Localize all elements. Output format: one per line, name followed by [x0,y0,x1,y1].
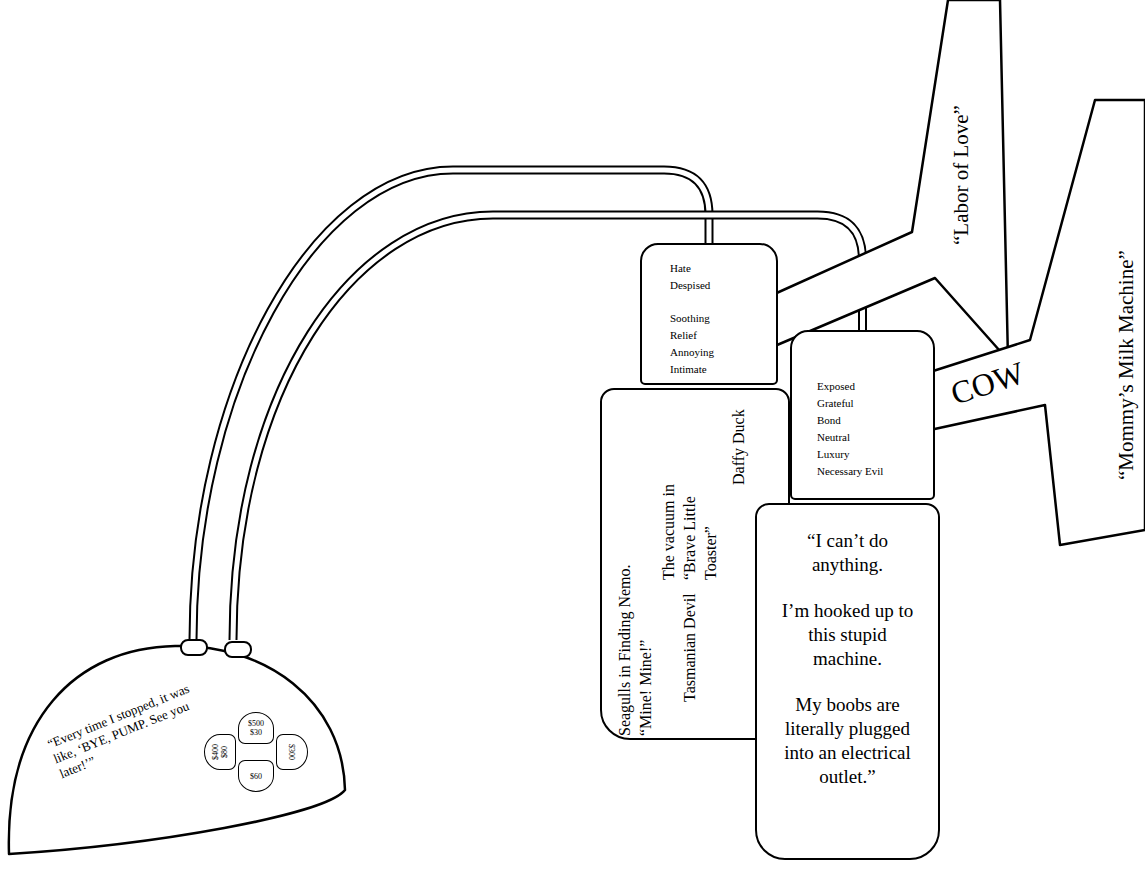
node-text: Grateful [817,395,927,412]
bottle-body: “I can’t do anything. I’m hooked up to th… [755,503,940,860]
node-text: $300 [288,744,297,760]
pump-motor: “Every time I stopped, it was like, ‘BYE… [5,640,350,858]
node-text: Hate [670,260,770,277]
node-text: The vacuum in “Brave Little Toaster” [658,455,721,580]
node-text: Despised [670,277,770,294]
node-text: Tasmanian Devil [679,582,700,702]
node-text: Luxury [817,446,927,463]
bottle-cap: HateDespisedSoothingReliefAnnoyingIntima… [640,243,778,385]
pump-motor-shape [9,646,345,854]
node-text: Soothing [670,310,770,327]
node-text: Daffy Duck [728,375,749,485]
bottle-cap: ExposedGratefulBondNeutralLuxuryNecessar… [790,330,935,500]
pump-button: $500$30 [238,712,274,744]
breast-shield: COW“Mommy’s Milk Machine” [930,95,1145,560]
node-text: Annoying [670,344,770,361]
node-text: Exposed [817,378,927,395]
node-text: Necessary Evil [817,463,927,480]
node-text: Seagulls in Finding Nemo. “Mine! Mine!” [614,526,656,736]
breast-shield-shape [930,100,1145,545]
tube-port [225,642,251,657]
node-text: $80 [220,746,229,758]
node-text: $60 [250,772,262,781]
pump-button: $60 [238,760,274,792]
node-text: Bond [817,412,927,429]
node-text: I’m hooked up to this stupid machine. [773,599,922,671]
node-text: My boobs are literally plugged into an e… [773,693,922,789]
node-text: $500 [248,719,264,728]
breast-shield-outline [770,0,1015,370]
pump-button: $400$80 [204,734,236,770]
node-text: $30 [250,728,262,737]
breast-shield: “Labor of Love” [770,0,1015,370]
node-text: “Labor of Love” [948,0,975,245]
node-text: “Mommy’s Milk Machine” [1113,180,1140,480]
node-text: “I can’t do anything. [773,529,922,577]
node-text: Neutral [817,429,927,446]
breast-shield-outline [930,95,1145,560]
node-text: Intimate [670,361,770,378]
node-text: $400 [211,744,220,760]
tube-port [181,640,207,655]
pump-button: $300 [276,734,308,770]
node-text: Relief [670,327,770,344]
